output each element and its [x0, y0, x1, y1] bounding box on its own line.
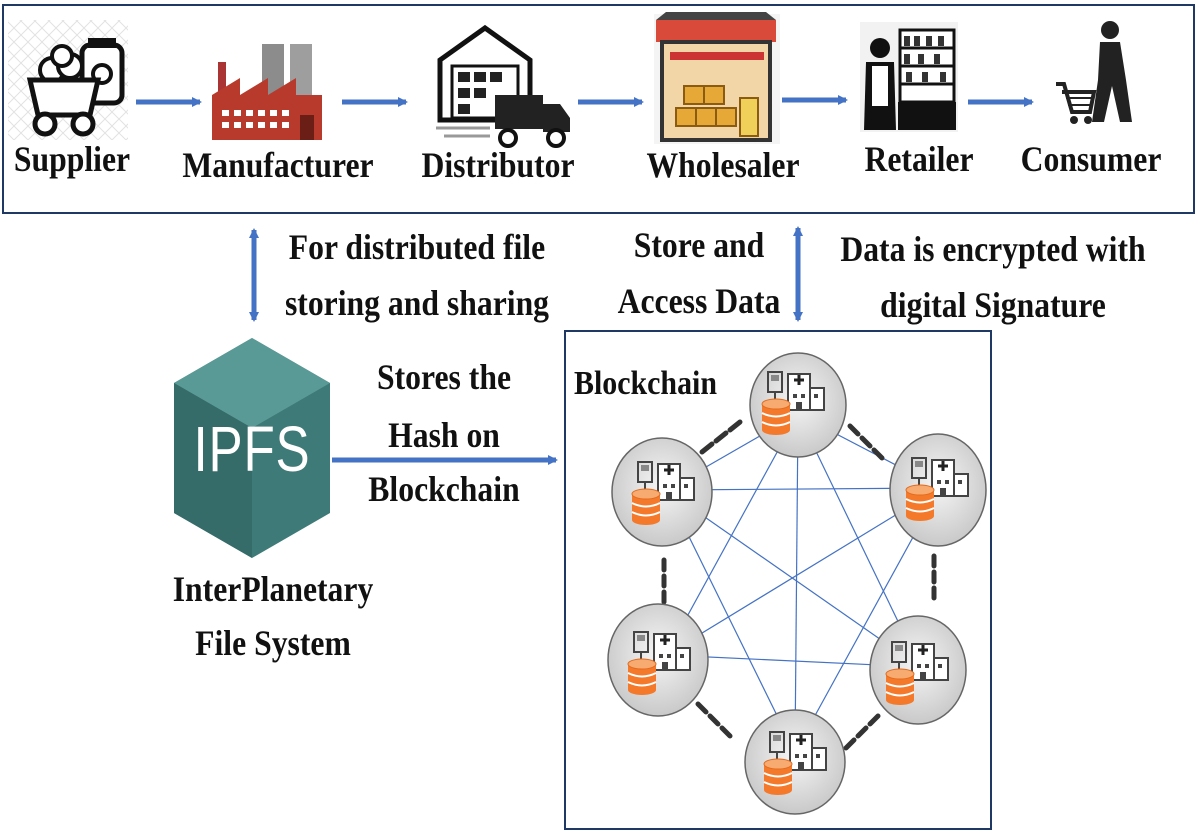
warehouse-truck-icon — [436, 24, 570, 148]
stage-label-manufacturer: Manufacturer — [182, 145, 374, 185]
chain-links — [661, 419, 937, 751]
stage-label-distributor: Distributor — [421, 145, 575, 185]
hash-note-line1: Stores the — [376, 357, 512, 397]
blockchain-node — [889, 433, 987, 547]
blockchain-node — [611, 437, 713, 547]
encryption-note-line1: Data is encrypted with — [840, 229, 1146, 269]
ipfs-caption-line2: File System — [195, 623, 351, 663]
ipfs-link-note-line2: storing and sharing — [284, 283, 550, 323]
blockchain-node — [869, 615, 967, 725]
ipfs-logo-icon — [174, 338, 330, 558]
store-access-note-line2: Access Data — [617, 281, 781, 321]
encryption-note-line2: digital Signature — [880, 285, 1106, 325]
shopper-cart-icon — [1056, 21, 1132, 124]
wholesale-store-icon — [654, 12, 780, 144]
hash-note-line3: Blockchain — [368, 469, 520, 509]
coal-cart-icon — [8, 20, 128, 140]
stage-label-supplier: Supplier — [13, 139, 131, 179]
ipfs-logo-text: IPFS — [193, 413, 311, 485]
blockchain-panel — [564, 330, 992, 830]
store-access-note-line1: Store and — [633, 225, 765, 265]
stage-label-wholesaler: Wholesaler — [646, 145, 800, 185]
blockchain-node — [744, 709, 846, 815]
blockchain-node — [607, 603, 709, 717]
ipfs-link-note-line1: For distributed file — [288, 227, 546, 267]
factory-icon — [212, 44, 322, 140]
blockchain-node — [749, 352, 847, 458]
hash-note-line2: Hash on — [388, 415, 500, 455]
stage-label-consumer: Consumer — [1020, 139, 1162, 179]
blockchain-title: Blockchain — [574, 365, 717, 402]
supply-chain-panel — [2, 4, 1195, 214]
ipfs-caption-line1: InterPlanetary — [172, 569, 374, 609]
stage-label-retailer: Retailer — [864, 139, 974, 179]
retail-shop-icon — [860, 22, 958, 132]
